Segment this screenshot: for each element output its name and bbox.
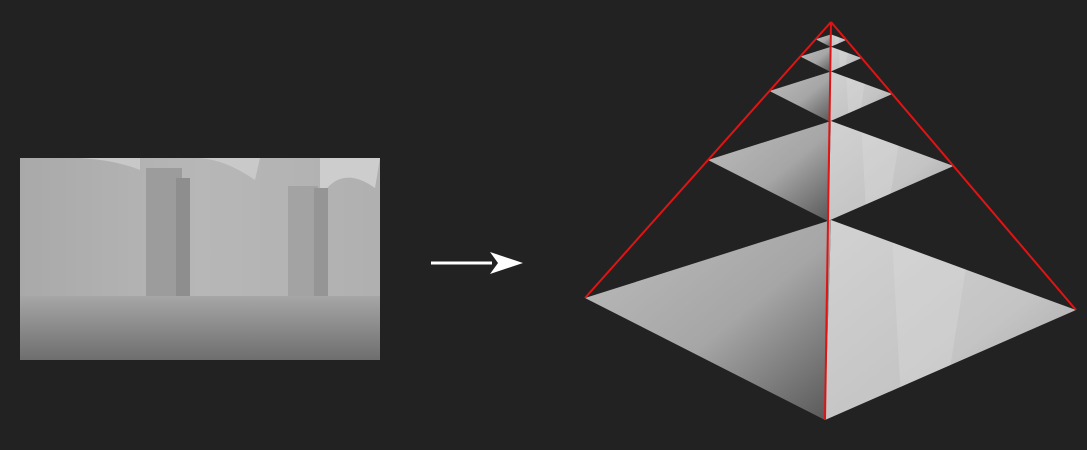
pyramid-level-right-half [830,46,862,72]
column-4 [314,188,328,308]
pyramid-level-highlight [861,132,899,205]
pyramid-level-3 [769,71,893,122]
pyramid-level-1 [585,220,1076,420]
depth-map-image [20,158,380,360]
arch-right [320,158,380,198]
column-3 [288,186,318,308]
pyramid-level-left-half [708,121,831,221]
pyramid-level-left-half [769,71,831,122]
pyramid-level-left-half [585,220,831,420]
pyramid-edge-right [830,21,1077,311]
pyramid-level-highlight [834,35,840,45]
pyramid-levels [585,34,1076,420]
pyramid-level-left-half [815,34,831,47]
pyramid-level-right-half [828,121,954,221]
arch-middle [190,158,260,180]
pyramid-level-4 [800,46,862,72]
image-pyramid [584,21,1077,421]
pyramid-edge-left [584,21,832,299]
arch-left [80,158,140,170]
pyramid-level-right-half [829,71,893,122]
pyramid-level-right-half [825,220,1076,420]
pyramid-edges [584,21,1077,421]
depth-floor [20,296,380,360]
column-2 [176,178,190,308]
right-arrow-icon [431,252,523,274]
pyramid-level-2 [708,121,954,221]
pyramid-level-left-half [800,46,831,72]
pyramid-level-highlight [846,77,865,114]
pyramid-edge-front [824,21,832,421]
pyramid-level-right-half [830,34,847,47]
pyramid-level-highlight [838,49,848,68]
pyramid-level-highlight [892,242,966,387]
pyramid-level-5 [815,34,847,47]
